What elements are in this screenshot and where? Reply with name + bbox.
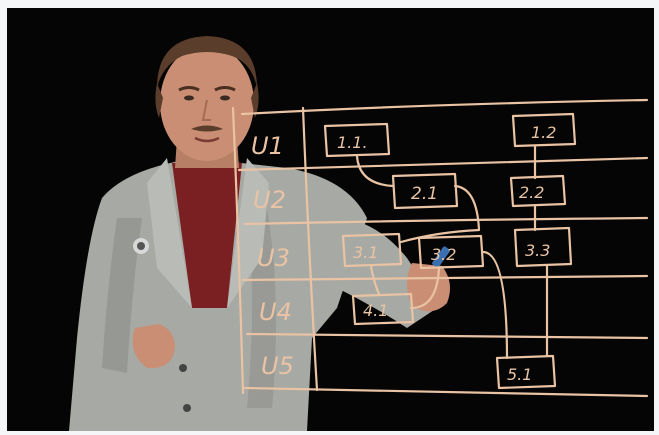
photo-canvas: U1 U2 U3 U4 U5 1.1. 1.2 2.1 2.2 3.1 3.2 … <box>7 8 654 431</box>
row-label-1: U1 <box>251 132 284 160</box>
row-label-2: U2 <box>253 186 286 214</box>
right-hand <box>407 263 450 311</box>
box-label-3-3: 3.3 <box>525 241 550 260</box>
box-label-1-1: 1.1. <box>337 133 368 152</box>
row-label-4: U4 <box>259 298 292 326</box>
row-label-3: U3 <box>257 244 290 272</box>
box-label-5-1: 5.1 <box>507 365 532 384</box>
box-label-4-1: 4.1 <box>363 301 388 320</box>
box-label-2-2: 2.2 <box>519 183 544 202</box>
box-label-2-1: 2.1 <box>411 184 438 204</box>
row-label-5: U5 <box>261 352 294 380</box>
lecture-photo: U1 U2 U3 U4 U5 1.1. 1.2 2.1 2.2 3.1 3.2 … <box>7 8 654 431</box>
box-label-1-2: 1.2 <box>531 123 556 142</box>
box-label-3-1: 3.1 <box>353 243 378 262</box>
box-label-3-2: 3.2 <box>431 245 456 264</box>
